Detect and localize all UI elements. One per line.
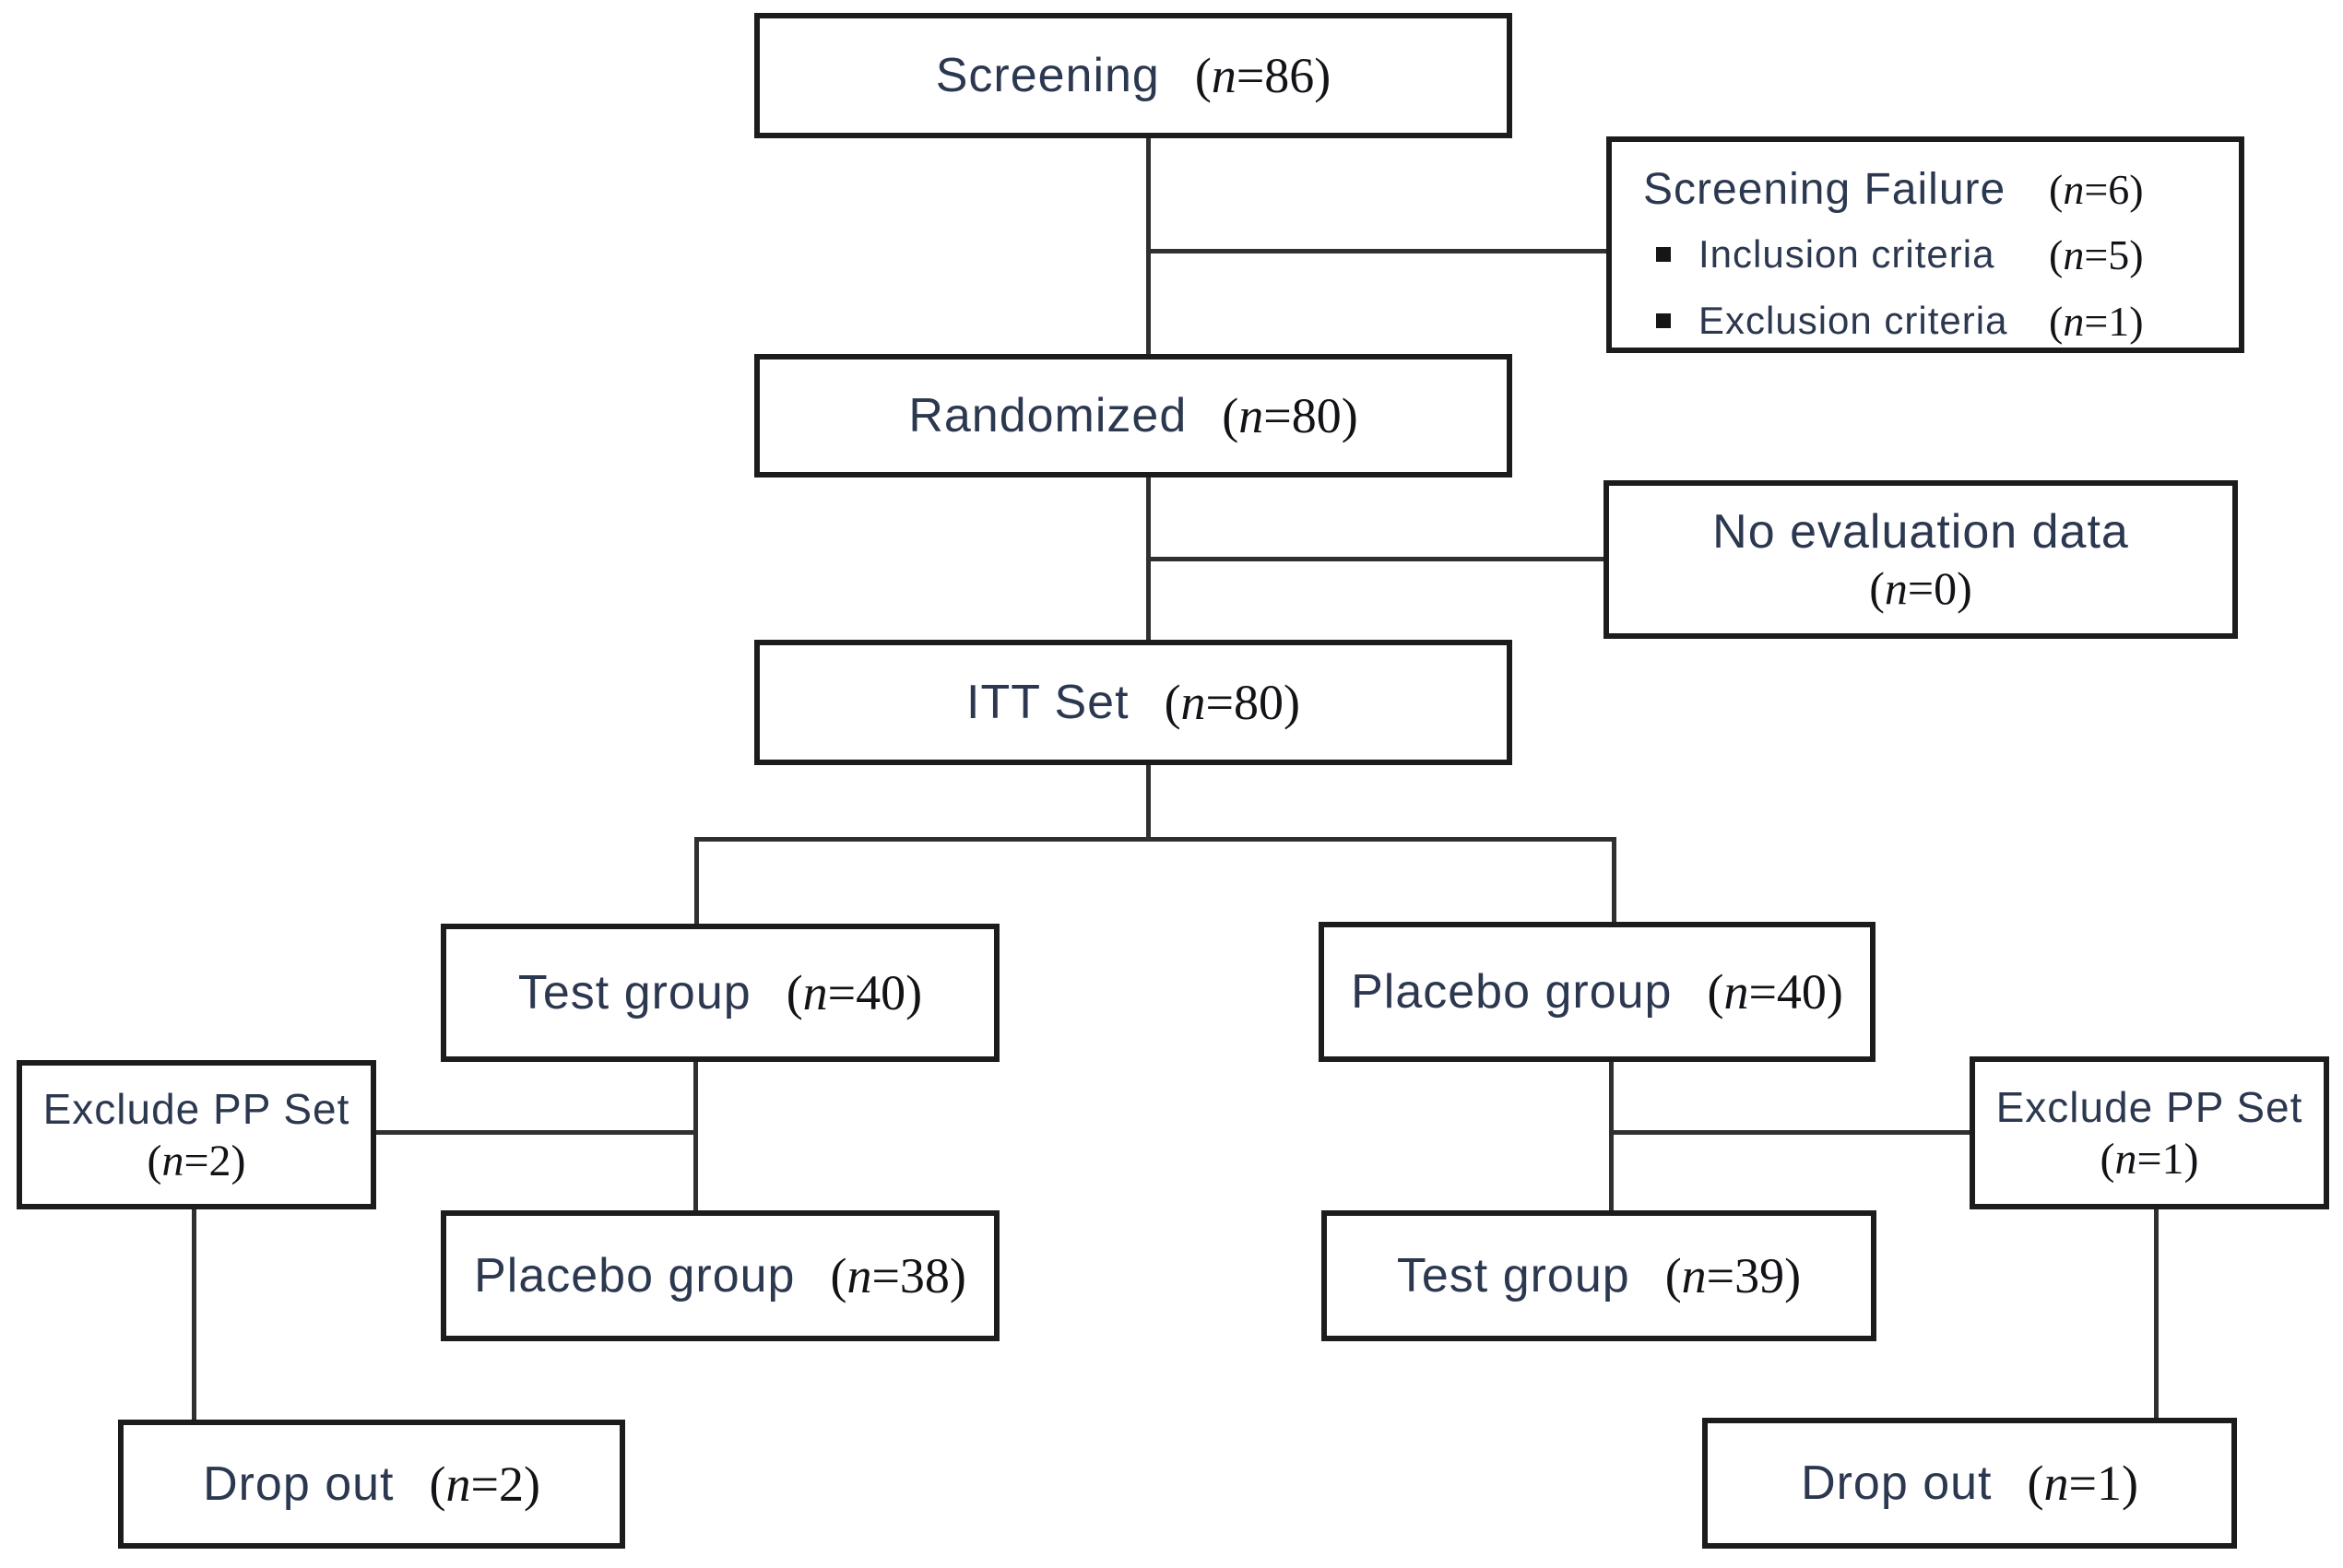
exclude-pp-right-n: (n=1) bbox=[2100, 1134, 2199, 1184]
dropout-left-label: Drop out bbox=[203, 1457, 395, 1511]
connector-placebo-group-down bbox=[1609, 1059, 1614, 1213]
screening-failure-title-row: Screening Failure (n=6) bbox=[1643, 157, 2239, 221]
connector-split-bar bbox=[694, 837, 1616, 842]
connector-split-left-leg bbox=[694, 837, 699, 926]
itt-set-box: ITT Set (n=80) bbox=[754, 640, 1512, 765]
exclude-pp-left-label: Exclude PP Set bbox=[42, 1084, 350, 1133]
exclusion-criteria-label: Exclusion criteria bbox=[1698, 299, 2008, 342]
test-group-itt-box: Test group (n=40) bbox=[441, 924, 1000, 1062]
placebo-group-pp-n: (n=38) bbox=[830, 1248, 966, 1303]
connector-test-group-down bbox=[693, 1059, 698, 1213]
dropout-left-n: (n=2) bbox=[429, 1456, 540, 1512]
exclude-pp-right-box: Exclude PP Set (n=1) bbox=[1970, 1056, 2329, 1209]
bullet-square-icon bbox=[1656, 247, 1671, 262]
test-group-itt-label: Test group bbox=[517, 966, 751, 1020]
dropout-right-label: Drop out bbox=[1801, 1456, 1993, 1510]
connector-screening-randomized bbox=[1146, 136, 1151, 358]
connector-exclude-left-dropout bbox=[192, 1207, 196, 1422]
test-group-pp-n: (n=39) bbox=[1664, 1248, 1802, 1303]
connector-split-right-leg bbox=[1612, 837, 1616, 926]
placebo-group-itt-label: Placebo group bbox=[1351, 965, 1673, 1019]
screening-failure-item-inclusion: Inclusion criteria (n=5) bbox=[1643, 221, 2239, 288]
itt-set-n: (n=80) bbox=[1164, 675, 1300, 730]
screening-failure-title: Screening Failure bbox=[1643, 164, 2006, 214]
screening-failure-item-exclusion: Exclusion criteria (n=1) bbox=[1643, 288, 2239, 354]
randomized-n: (n=80) bbox=[1222, 388, 1358, 443]
screening-n: (n=86) bbox=[1194, 48, 1331, 103]
placebo-group-itt-box: Placebo group (n=40) bbox=[1319, 922, 1876, 1062]
dropout-right-n: (n=1) bbox=[2027, 1456, 2138, 1511]
placebo-group-itt-n: (n=40) bbox=[1707, 964, 1843, 1020]
exclusion-criteria-n: (n=1) bbox=[2049, 297, 2144, 345]
placebo-group-pp-label: Placebo group bbox=[474, 1249, 796, 1303]
connector-branch-screening-failure bbox=[1148, 249, 1609, 253]
exclude-pp-left-n: (n=2) bbox=[147, 1136, 246, 1185]
inclusion-criteria-n: (n=5) bbox=[2049, 230, 2144, 278]
connector-branch-no-evaluation bbox=[1148, 557, 1606, 561]
no-evaluation-n: (n=0) bbox=[1869, 562, 1972, 614]
connector-branch-exclude-pp-left bbox=[373, 1130, 696, 1135]
randomized-label: Randomized bbox=[908, 389, 1188, 442]
bullet-square-icon bbox=[1656, 313, 1671, 328]
screening-label: Screening bbox=[935, 49, 1160, 102]
placebo-group-pp-box: Placebo group (n=38) bbox=[441, 1210, 1000, 1341]
screening-failure-box: Screening Failure (n=6) Inclusion criter… bbox=[1606, 136, 2244, 353]
itt-set-label: ITT Set bbox=[966, 676, 1130, 729]
connector-itt-split-stem bbox=[1146, 762, 1151, 842]
test-group-pp-box: Test group (n=39) bbox=[1321, 1210, 1876, 1341]
exclude-pp-right-label: Exclude PP Set bbox=[1995, 1082, 2303, 1131]
dropout-left-box: Drop out (n=2) bbox=[118, 1420, 625, 1549]
no-evaluation-box: No evaluation data (n=0) bbox=[1603, 480, 2238, 639]
test-group-pp-label: Test group bbox=[1396, 1249, 1630, 1303]
no-evaluation-label: No evaluation data bbox=[1712, 505, 2129, 559]
dropout-right-box: Drop out (n=1) bbox=[1702, 1418, 2237, 1549]
inclusion-criteria-label: Inclusion criteria bbox=[1698, 232, 1995, 276]
randomized-box: Randomized (n=80) bbox=[754, 354, 1512, 477]
screening-failure-n: (n=6) bbox=[2049, 165, 2144, 213]
connector-branch-exclude-pp-right bbox=[1612, 1130, 1972, 1135]
screening-box: Screening (n=86) bbox=[754, 13, 1512, 138]
exclude-pp-left-box: Exclude PP Set (n=2) bbox=[17, 1060, 376, 1209]
test-group-itt-n: (n=40) bbox=[786, 965, 923, 1020]
connector-exclude-right-dropout bbox=[2154, 1207, 2159, 1421]
